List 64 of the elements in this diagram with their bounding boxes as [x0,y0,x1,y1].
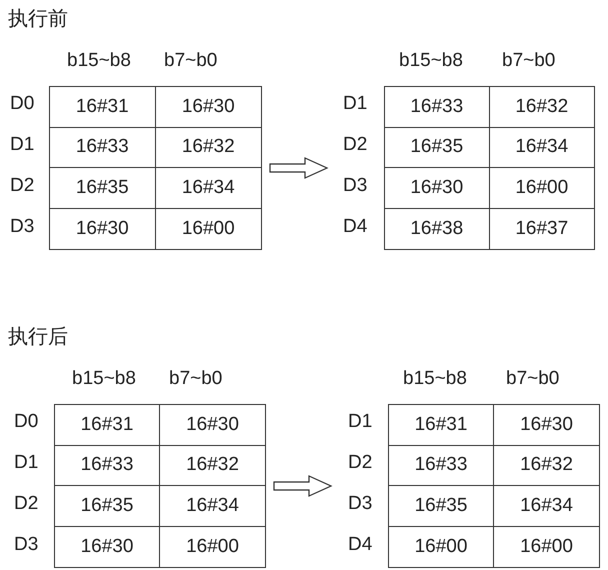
column-header: b7~b0 [506,368,560,390]
table-cell-text: 16#00 [519,534,574,559]
table-cell: 16#35 [50,168,156,208]
row-label: D1 [343,93,368,115]
table-cell: 16#32 [490,87,594,128]
row-label: D2 [10,175,34,197]
table-cell: 16#34 [160,486,265,526]
table-cell: 16#33 [389,446,494,486]
table-cell: 16#33 [50,128,156,168]
row-label: D1 [10,134,34,156]
table-cell: 16#34 [156,168,261,208]
column-header: b15~b8 [399,50,463,72]
table-cell: 16#32 [160,446,265,486]
table-cell: 16#30 [385,168,490,208]
table-cell: 16#32 [156,128,261,168]
table-cell: 16#30 [156,87,261,128]
column-header: b7~b0 [164,50,218,72]
table-cell: 16#00 [490,168,594,208]
table-cell: 16#32 [494,446,599,486]
row-label: D0 [14,411,38,433]
table-cell: 16#30 [50,208,156,249]
table-cell: 16#34 [494,486,599,526]
table-cell: 16#34 [490,128,594,168]
heading: 执行前 [8,8,68,30]
column-header: b15~b8 [403,368,467,390]
table-cell-text: 16#37 [514,216,570,241]
register-table [384,86,595,250]
column-header: b7~b0 [169,368,222,390]
row-label: D2 [348,452,372,474]
column-header: b15~b8 [72,368,136,390]
table-cell-text: 16#00 [180,216,236,241]
table-cell: 16#30 [494,405,599,446]
row-label: D2 [14,493,38,515]
row-label: D3 [348,493,372,515]
table-cell: 16#35 [389,486,494,526]
table-cell: 16#30 [55,526,160,567]
table-cell: 16#31 [389,405,494,446]
register-table [54,404,266,568]
row-label: D3 [10,216,34,238]
table-cell: 16#33 [55,446,160,486]
row-label: D3 [14,534,38,556]
row-label: D1 [14,452,38,474]
table-cell: 16#30 [160,405,265,446]
table-cell: 16#33 [385,87,490,128]
table-cell: 16#35 [385,128,490,168]
row-label: D0 [10,93,34,115]
table-cell: 16#35 [55,486,160,526]
column-header: b7~b0 [502,50,556,72]
row-label: D1 [348,411,372,433]
register-table [388,404,600,568]
block-arrow [269,157,328,179]
table-cell: 16#00 [389,526,494,567]
row-label: D3 [343,175,368,197]
block-arrow [273,475,332,497]
table-cell-text: 16#00 [185,534,240,559]
row-label: D4 [348,534,372,556]
row-label: D4 [343,216,368,238]
heading: 执行后 [8,326,68,348]
register-table [49,86,262,250]
row-label: D2 [343,134,368,156]
table-cell: 16#38 [385,208,490,249]
column-header: b15~b8 [67,50,131,72]
table-cell: 16#31 [50,87,156,128]
table-cell: 16#31 [55,405,160,446]
